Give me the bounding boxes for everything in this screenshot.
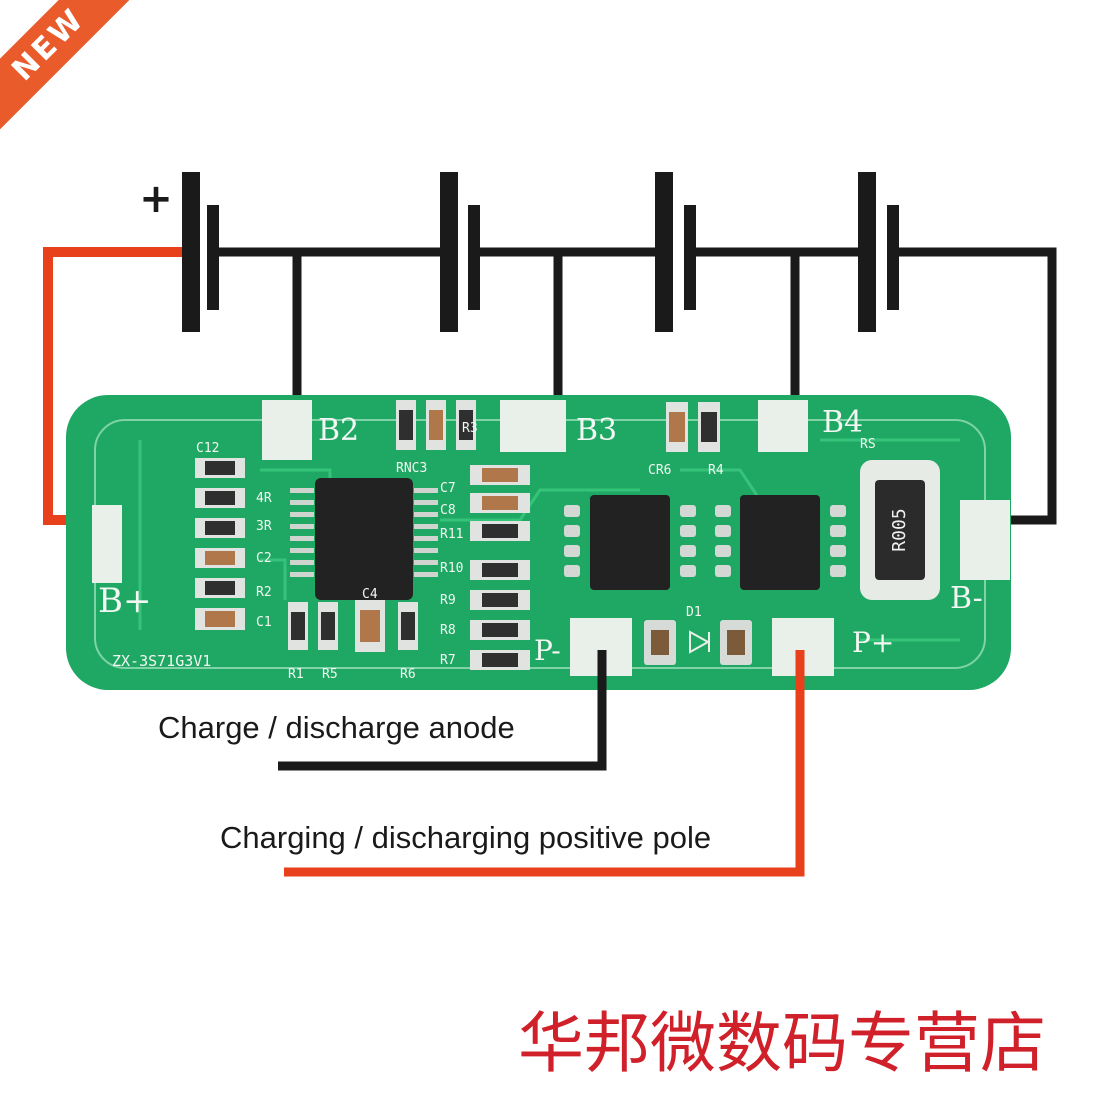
ref-r11: R11 — [440, 527, 463, 542]
shunt-marking: R005 — [889, 508, 910, 551]
b-minus-wire — [899, 247, 1057, 525]
b4-pad — [758, 400, 808, 452]
smd-components-left — [195, 458, 245, 630]
ref-c12: C12 — [196, 441, 219, 456]
ref-c2: C2 — [256, 551, 272, 566]
pcb-board: R005 — [66, 395, 1011, 690]
terminal-pads — [92, 400, 1010, 676]
ref-r4: R4 — [708, 463, 724, 478]
ref-r3: R3 — [462, 421, 478, 436]
label-p-minus: P- — [534, 634, 561, 667]
ref-r10: R10 — [440, 561, 463, 576]
label-b2: B2 — [318, 413, 359, 448]
b2-pad — [262, 400, 312, 460]
ref-c4: C4 — [362, 587, 378, 602]
ref-r7: R7 — [440, 653, 456, 668]
cell-2-short-plate — [468, 205, 480, 310]
b-minus-pad — [960, 500, 1010, 580]
part-number: ZX-3S71G3V1 — [112, 652, 211, 670]
ref-rnc3: RNC3 — [396, 461, 427, 476]
component-refs: C12 4R 3R C2 R2 C1 R1 R5 R6 C4 RNC3 R3 C… — [112, 421, 876, 682]
shop-name: 华邦微数码专营店 — [518, 1005, 1046, 1082]
label-b4: B4 — [822, 405, 863, 440]
cell-4-short-plate — [887, 205, 899, 310]
ref-r6: R6 — [400, 667, 416, 682]
p-plus-wire — [284, 650, 805, 877]
cell-2-long-plate — [440, 172, 458, 332]
ref-r2: R2 — [256, 585, 272, 600]
plus-sign: + — [139, 176, 173, 222]
label-p-plus: P+ — [852, 626, 894, 659]
ref-r1: R1 — [288, 667, 304, 682]
battery-cells — [182, 172, 899, 332]
led-d1 — [644, 620, 752, 665]
shunt-resistor: R005 — [860, 460, 940, 600]
cell-1-long-plate — [182, 172, 200, 332]
smd-components-top — [288, 400, 720, 652]
ref-r9: R9 — [440, 593, 456, 608]
mosfet-pair — [564, 495, 846, 590]
ref-cr6: CR6 — [648, 463, 671, 478]
ref-c7: C7 — [440, 481, 456, 496]
anode-label: Charge / discharge anode — [158, 710, 515, 745]
ref-c1: C1 — [256, 615, 272, 630]
board-traces — [138, 438, 960, 642]
b3-pad — [500, 400, 566, 452]
smd-components-right — [470, 465, 530, 670]
label-b3: B3 — [576, 413, 617, 448]
ref-r8: R8 — [440, 623, 456, 638]
terminal-labels: B+ B2 B3 B4 B- P- P+ — [98, 405, 983, 667]
cell-4-long-plate — [858, 172, 876, 332]
label-b-minus: B- — [950, 581, 983, 616]
cell-1-short-plate — [207, 205, 219, 310]
ref-d1: D1 — [686, 605, 702, 620]
cell-3-short-plate — [684, 205, 696, 310]
positive-pole-label: Charging / discharging positive pole — [220, 820, 711, 855]
label-b-plus: B+ — [98, 581, 151, 621]
p-minus-wire — [278, 650, 607, 771]
ref-rs: RS — [860, 437, 876, 452]
ref-r5: R5 — [322, 667, 338, 682]
ref-3r: 3R — [256, 519, 272, 534]
ref-c8: C8 — [440, 503, 456, 518]
protection-ic — [290, 478, 438, 600]
ref-4r: 4R — [256, 491, 272, 506]
b-plus-pad — [92, 505, 122, 583]
cell-3-long-plate — [655, 172, 673, 332]
